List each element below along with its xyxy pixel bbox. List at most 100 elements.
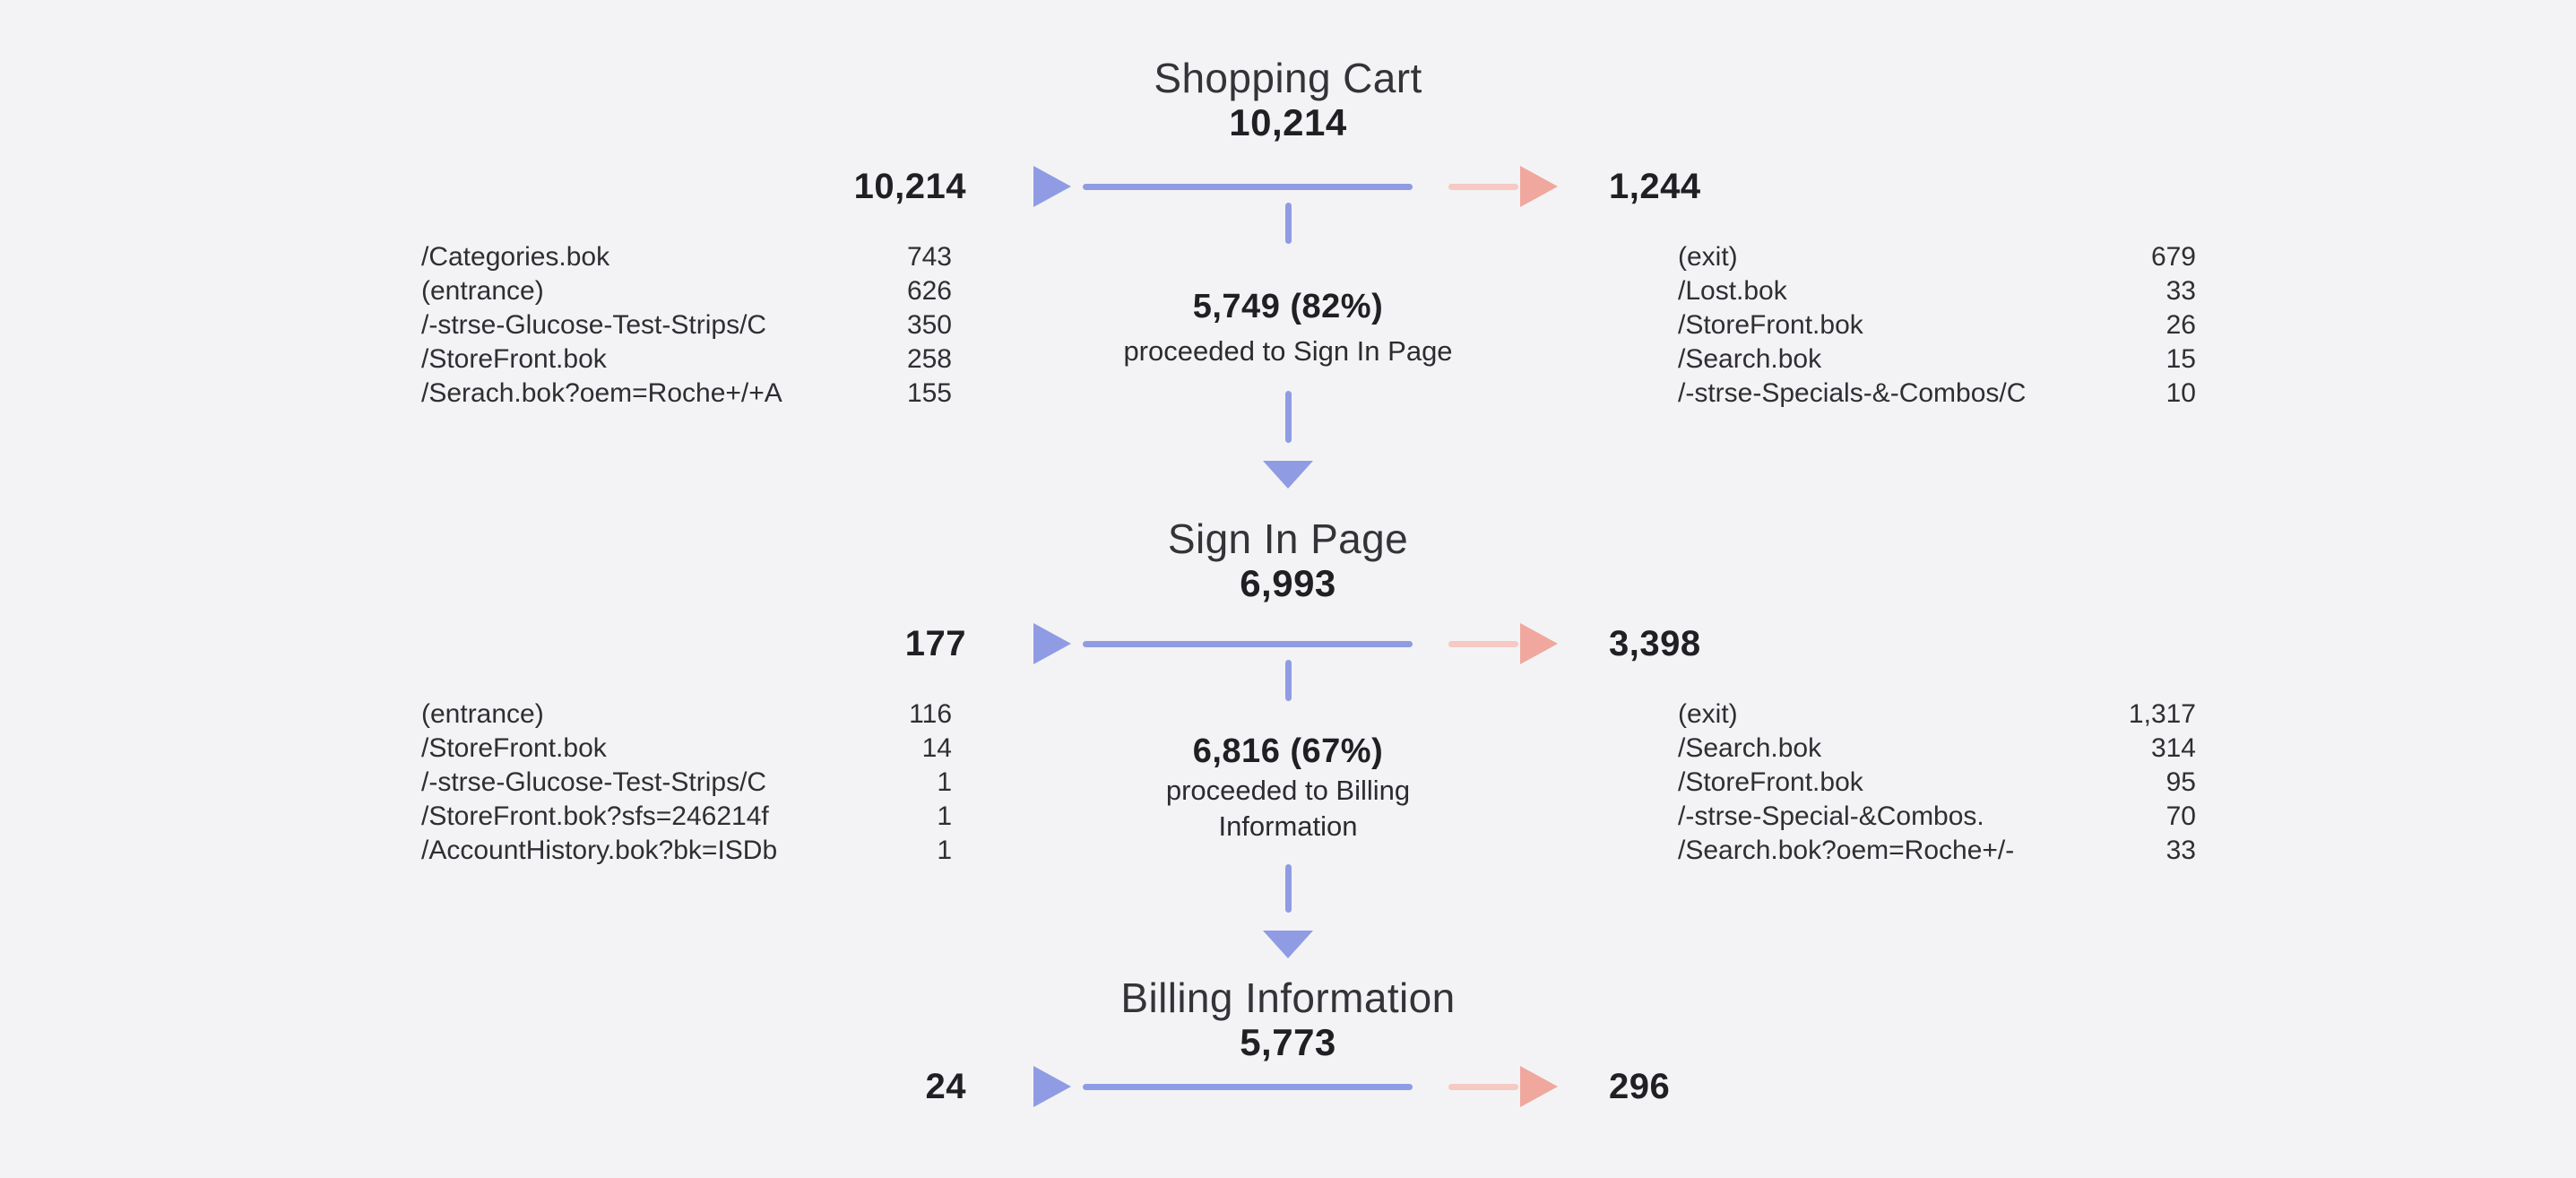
inflow-line	[1083, 1084, 1413, 1090]
outflow-destinations-list: (exit) 1,317 /Search.bok 314 /StoreFront…	[1678, 697, 2196, 868]
page-label: /-strse-Specials-&-Combos/C	[1678, 378, 2027, 408]
page-label: (entrance)	[421, 276, 544, 306]
list-item: (exit) 679	[1678, 240, 2196, 274]
inflow-arrow-icon	[1033, 1066, 1071, 1107]
page-label: (exit)	[1678, 699, 1738, 729]
proceeded-caption-line: proceeded to Sign In Page	[1123, 335, 1453, 367]
list-item: /Serach.bok?oem=Roche+/+A 155	[421, 377, 952, 411]
page-value: 15	[2165, 344, 2196, 374]
down-arrow-icon	[1263, 931, 1313, 958]
list-item: (entrance) 116	[421, 697, 952, 732]
list-item: /StoreFront.bok?sfs=246214f 1	[421, 800, 952, 834]
page-value: 26	[2165, 310, 2196, 340]
list-item: /Lost.bok 33	[1678, 274, 2196, 308]
list-item: /StoreFront.bok 95	[1678, 766, 2196, 800]
page-label: /AccountHistory.bok?bk=ISDb	[421, 836, 778, 865]
page-value: 95	[2165, 767, 2196, 797]
page-value: 10	[2165, 378, 2196, 408]
step-total: 6,993	[1240, 562, 1336, 604]
page-value: 258	[906, 344, 952, 374]
inflow-count: 10,214	[853, 167, 966, 206]
page-label: /Lost.bok	[1678, 276, 1787, 306]
list-item: (entrance) 626	[421, 274, 952, 308]
inflow-arrow-icon	[1033, 623, 1071, 664]
page-value: 14	[921, 733, 952, 763]
inflow-line	[1083, 641, 1413, 647]
proceeded-caption-line: Information	[1218, 810, 1358, 842]
page-value: 1	[937, 801, 952, 831]
page-label: /StoreFront.bok	[1678, 310, 1863, 340]
page-value: 350	[906, 310, 952, 340]
proceeded-count: 6,816 (67%)	[1192, 732, 1384, 770]
proceeded-count: 5,749 (82%)	[1192, 288, 1384, 325]
outflow-line	[1448, 641, 1518, 647]
step-title: Shopping Cart	[1154, 55, 1422, 101]
page-value: 1	[937, 836, 952, 865]
flow-connector-line	[1285, 864, 1292, 913]
list-item: /-strse-Glucose-Test-Strips/C 350	[421, 308, 952, 342]
outflow-line	[1448, 184, 1518, 190]
page-label: /StoreFront.bok	[421, 733, 607, 763]
outflow-line	[1448, 1084, 1518, 1090]
page-label: /Search.bok	[1678, 344, 1822, 374]
page-label: (exit)	[1678, 242, 1738, 272]
proceeded-caption: proceeded to Billing Information	[0, 773, 2576, 845]
proceeded-caption-line: proceeded to Billing	[1165, 775, 1411, 806]
down-arrow-icon	[1263, 461, 1313, 489]
page-value: 1,317	[2128, 699, 2196, 729]
list-item: /StoreFront.bok 26	[1678, 308, 2196, 342]
page-label: /StoreFront.bok?sfs=246214f	[421, 801, 769, 831]
proceeded-caption: proceeded to Sign In Page	[0, 333, 2576, 369]
inflow-sources-list: /Categories.bok 743 (entrance) 626 /-str…	[421, 240, 952, 411]
page-label: /-strse-Special-&Combos.	[1678, 801, 1984, 831]
flow-connector-line	[1285, 391, 1292, 443]
page-label: /-strse-Glucose-Test-Strips/C	[421, 310, 767, 340]
page-label: /Categories.bok	[421, 242, 610, 272]
page-value: 33	[2165, 836, 2196, 865]
page-value: 33	[2165, 276, 2196, 306]
page-label: /Search.bok?oem=Roche+/-	[1678, 836, 2015, 865]
page-value: 116	[909, 699, 952, 729]
list-item: /Search.bok?oem=Roche+/- 33	[1678, 834, 2196, 868]
outflow-arrow-icon	[1520, 623, 1558, 664]
step-title: Billing Information	[1120, 974, 1456, 1021]
outflow-count: 1,244	[1609, 167, 1701, 206]
outflow-count: 296	[1609, 1067, 1671, 1106]
page-value: 679	[2150, 242, 2196, 272]
step-title: Sign In Page	[1167, 515, 1409, 562]
outflow-destinations-list: (exit) 679 /Lost.bok 33 /StoreFront.bok …	[1678, 240, 2196, 411]
list-item: /-strse-Specials-&-Combos/C 10	[1678, 377, 2196, 411]
page-value: 155	[906, 378, 952, 408]
page-label: /-strse-Glucose-Test-Strips/C	[421, 767, 767, 797]
page-value: 626	[906, 276, 952, 306]
list-item: /Categories.bok 743	[421, 240, 952, 274]
list-item: /StoreFront.bok 258	[421, 342, 952, 377]
outflow-arrow-icon	[1520, 1066, 1558, 1107]
outflow-count: 3,398	[1609, 624, 1701, 663]
list-item: /AccountHistory.bok?bk=ISDb 1	[421, 834, 952, 868]
inflow-count: 24	[925, 1067, 966, 1106]
list-item: /Search.bok 15	[1678, 342, 2196, 377]
page-value: 70	[2165, 801, 2196, 831]
page-label: (entrance)	[421, 699, 544, 729]
flow-connector-line	[1285, 203, 1292, 244]
page-label: /Serach.bok?oem=Roche+/+A	[421, 378, 782, 408]
page-label: /StoreFront.bok	[1678, 767, 1863, 797]
inflow-line	[1083, 184, 1413, 190]
step-total: 5,773	[1240, 1021, 1336, 1063]
inflow-arrow-icon	[1033, 166, 1071, 207]
list-item: /Search.bok 314	[1678, 732, 2196, 766]
page-value: 743	[906, 242, 952, 272]
page-value: 314	[2150, 733, 2196, 763]
list-item: (exit) 1,317	[1678, 697, 2196, 732]
outflow-arrow-icon	[1520, 166, 1558, 207]
list-item: /StoreFront.bok 14	[421, 732, 952, 766]
inflow-sources-list: (entrance) 116 /StoreFront.bok 14 /-strs…	[421, 697, 952, 868]
page-value: 1	[937, 767, 952, 797]
inflow-count: 177	[904, 624, 966, 663]
page-label: /StoreFront.bok	[421, 344, 607, 374]
list-item: /-strse-Special-&Combos. 70	[1678, 800, 2196, 834]
flow-connector-line	[1285, 660, 1292, 701]
step-total: 10,214	[1229, 101, 1347, 143]
list-item: /-strse-Glucose-Test-Strips/C 1	[421, 766, 952, 800]
